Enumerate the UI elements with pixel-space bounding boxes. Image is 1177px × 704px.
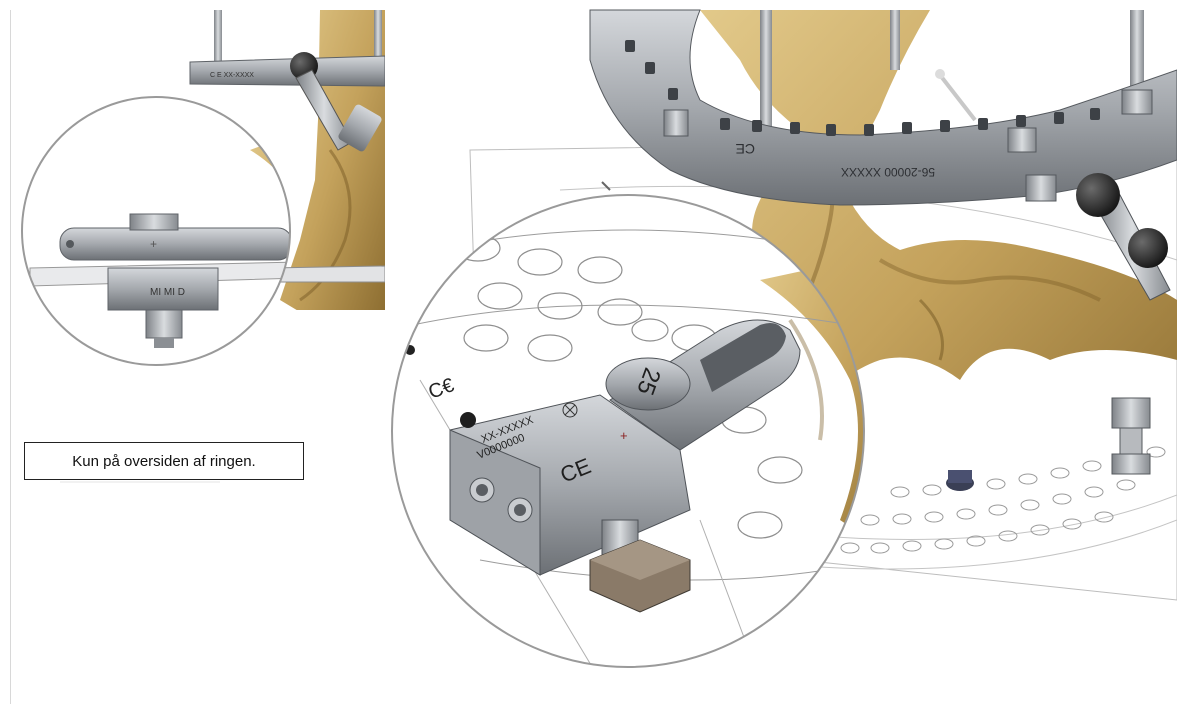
ring-ce-mark: CE: [736, 141, 755, 157]
left-magnifier: + MI MI D: [21, 96, 291, 366]
svg-text:+: +: [150, 237, 157, 251]
small-bar-label: MI MI D: [150, 287, 185, 298]
svg-text:C E XX-XXXX: C E XX-XXXX: [210, 72, 254, 79]
upper-ring-holes: [625, 40, 1100, 136]
strut-knob-lower: [1128, 228, 1168, 268]
caption-box: Kun på oversiden af ringen.: [24, 442, 304, 480]
lens-clamp: XX-XXXXX V0000000 CE + 25: [449, 319, 801, 613]
ring-holes: [840, 446, 1166, 554]
page-frame: [10, 10, 1177, 704]
strut-knob-upper: [1076, 173, 1120, 217]
caption-text: Kun på oversiden af ringen.: [72, 452, 256, 470]
ring-label: 56-20000 XXXXX: [841, 165, 935, 179]
ring-bolt: [946, 470, 974, 491]
left-panel-scene: C E XX-XXXX: [189, 10, 385, 310]
big-magnifier: C€ XX-XXXXX V0000000 CE: [391, 194, 865, 668]
lens-ring-holes: [455, 234, 803, 539]
svg-text:+: +: [620, 428, 628, 443]
